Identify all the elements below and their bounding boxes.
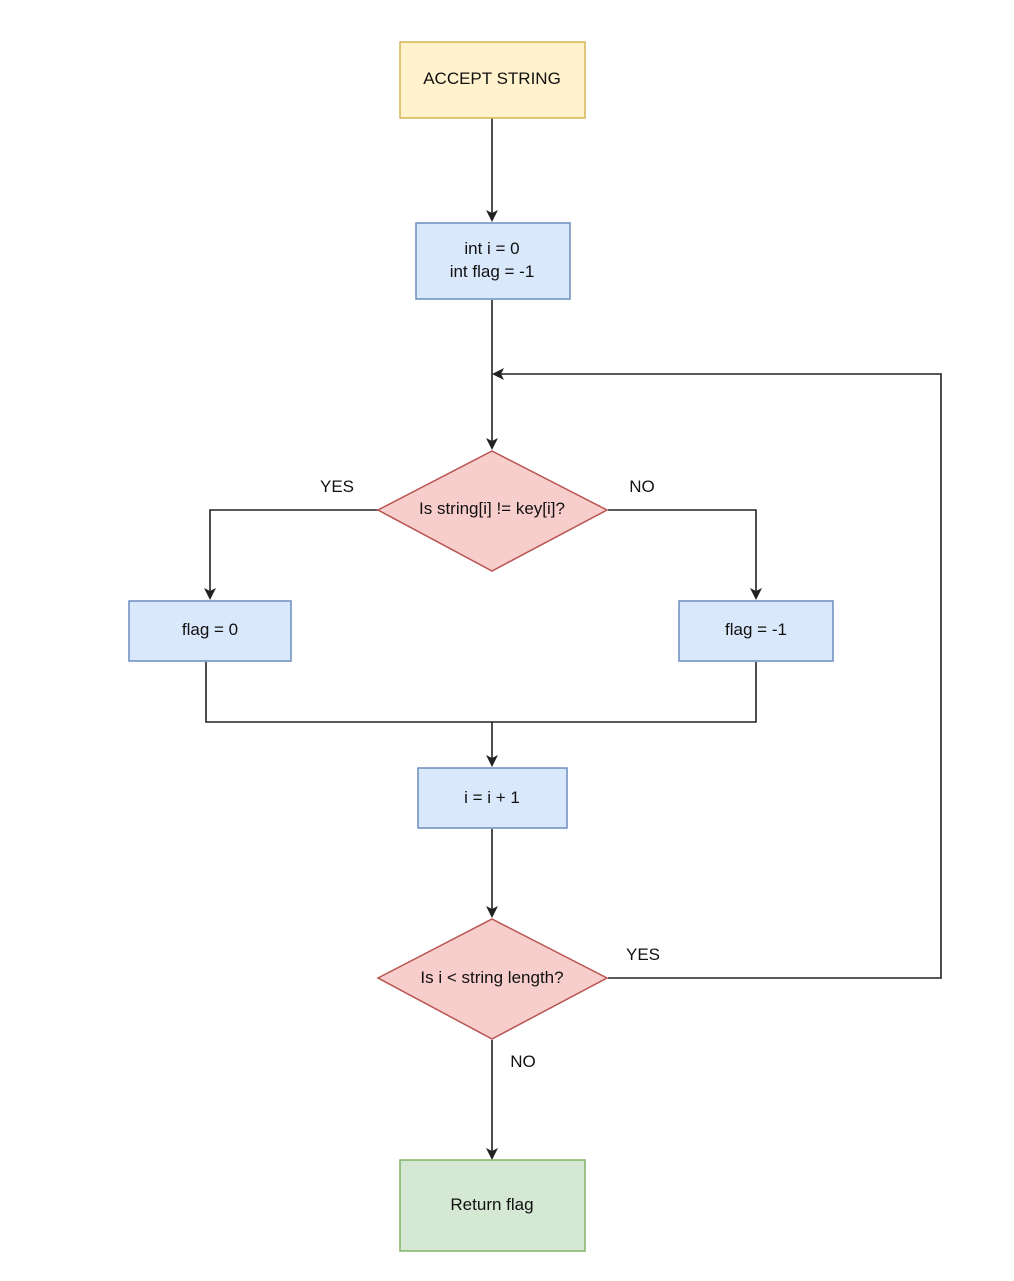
decision1-no-label: NO (629, 477, 655, 496)
flag-zero-box (128, 600, 292, 662)
flag-zero-node: flag = 0 (128, 600, 292, 662)
decision2-label: Is i < string length? (420, 968, 563, 987)
return-flag-node: Return flag (399, 1159, 586, 1252)
edge-decision1-yes (204, 509, 378, 600)
edge-decision1-no (608, 509, 762, 600)
decision1-diamond (376, 450, 609, 572)
decision1-yes-label: YES (320, 477, 354, 496)
accept-string-label: ACCEPT STRING (423, 69, 561, 88)
accept-string-box (399, 41, 586, 119)
decision1-node: Is string[i] != key[i]? (376, 450, 609, 572)
flag-negative-box (678, 600, 834, 662)
edge-decision2-yes-loop (492, 368, 942, 979)
increment-label: i = i + 1 (464, 788, 520, 807)
decision1-label: Is string[i] != key[i]? (419, 499, 565, 518)
decision2-yes-label: YES (626, 945, 660, 964)
flag-negative-node: flag = -1 (678, 600, 834, 662)
flag-negative-label: flag = -1 (725, 620, 787, 639)
edge-flag-zero-merge (205, 662, 757, 723)
increment-node: i = i + 1 (417, 767, 568, 829)
accept-string-node: ACCEPT STRING (399, 41, 586, 119)
decision2-node: Is i < string length? (376, 918, 609, 1040)
init-box (415, 222, 571, 300)
return-flag-box (399, 1159, 586, 1252)
init-line2: int flag = -1 (450, 262, 535, 281)
flag-zero-label: flag = 0 (182, 620, 238, 639)
init-node: int i = 0 int flag = -1 (415, 222, 571, 300)
init-line1: int i = 0 (464, 239, 519, 258)
increment-box (417, 767, 568, 829)
edges (204, 118, 942, 1160)
decision2-no-label: NO (510, 1052, 536, 1071)
return-flag-label: Return flag (450, 1195, 533, 1214)
decision2-diamond (376, 918, 609, 1040)
